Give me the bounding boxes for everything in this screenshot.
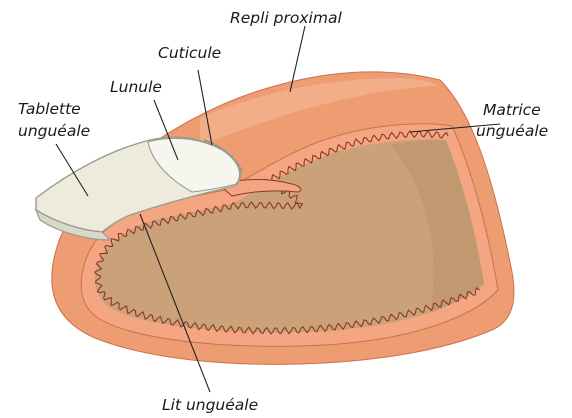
label-matrice-line2: unguéale xyxy=(476,122,548,140)
label-tablette-line2: unguéale xyxy=(18,122,90,140)
label-lunule: Lunule xyxy=(110,78,162,96)
label-repli-proximal: Repli proximal xyxy=(230,9,342,27)
label-cuticule: Cuticule xyxy=(158,44,221,62)
label-lit-ungueal: Lit unguéale xyxy=(162,396,258,414)
label-tablette-line1: Tablette xyxy=(18,100,81,118)
label-matrice-line1: Matrice xyxy=(483,101,541,119)
